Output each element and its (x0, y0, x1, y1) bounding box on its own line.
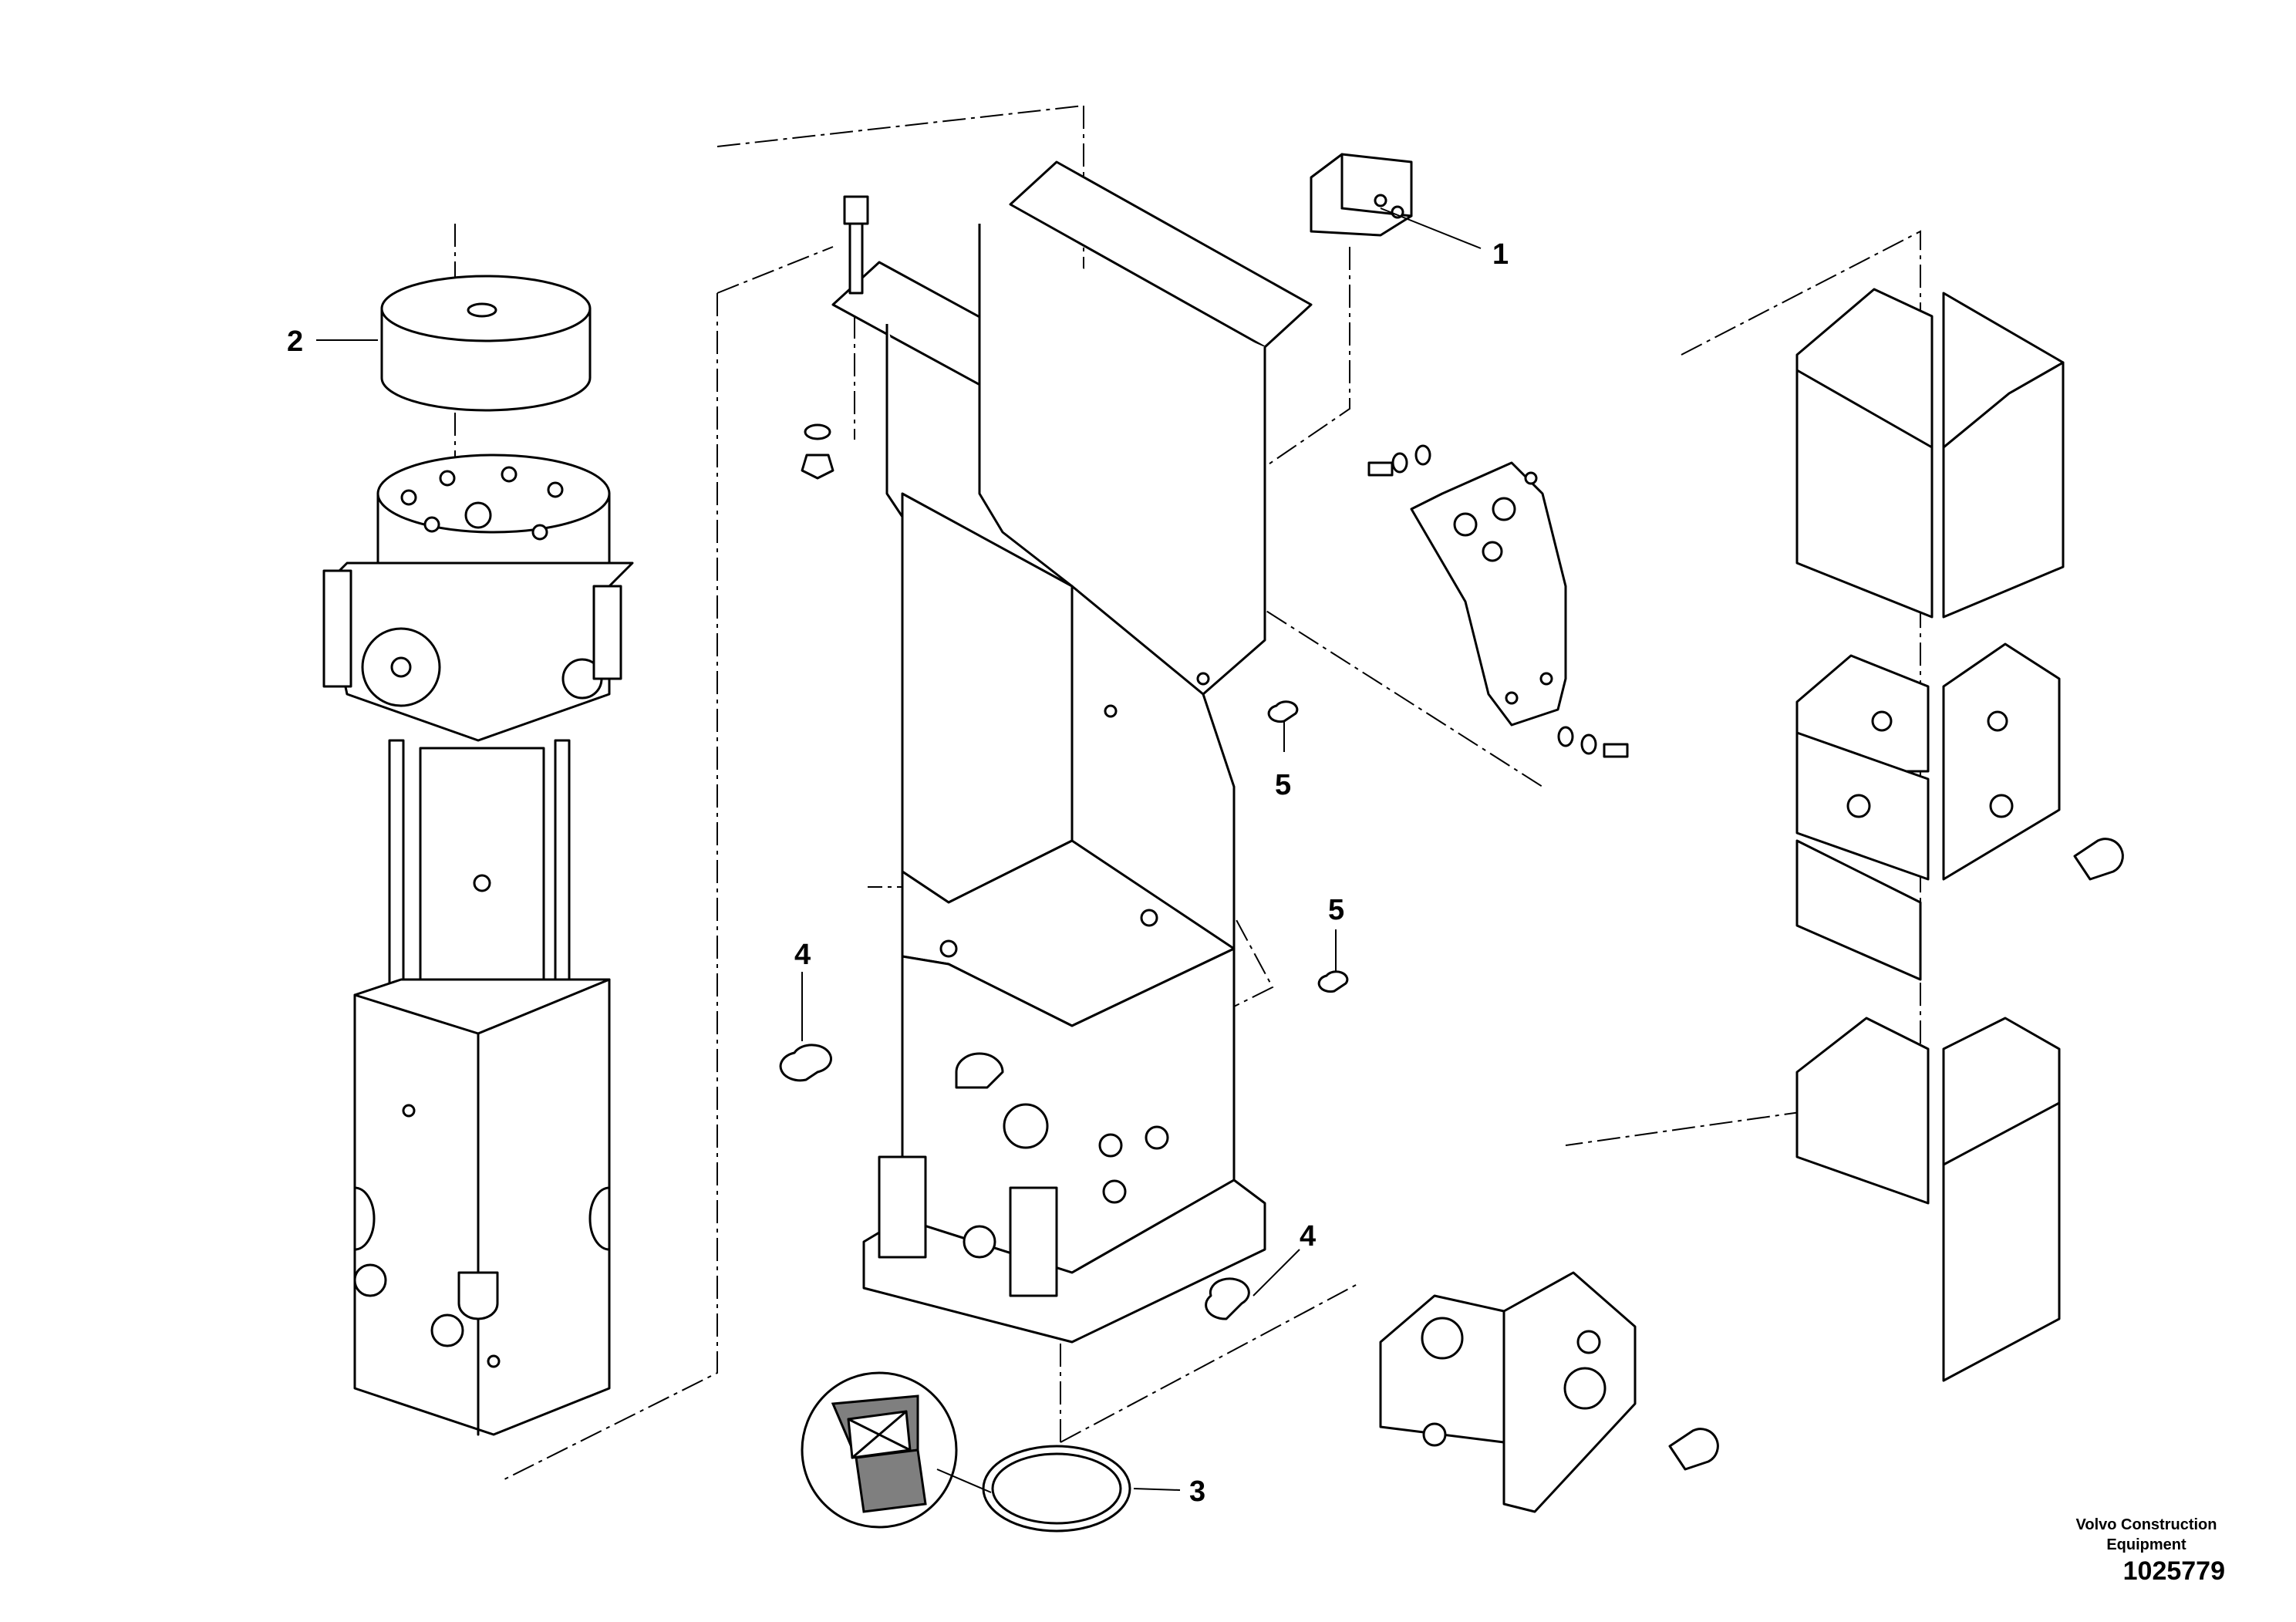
wear-plate-set (1795, 288, 2124, 1382)
callout-5: 5 (1275, 769, 1291, 801)
callout-3: 3 (1189, 1475, 1205, 1508)
lower-u-bracket (1379, 1271, 1719, 1513)
brand-label: Volvo Construction Equipment (2075, 1516, 2217, 1553)
callout-1: 1 (1492, 238, 1509, 271)
breaker-housing (801, 160, 1313, 1344)
callout-labels: 1 2 3 4 4 5 5 (287, 238, 1509, 1508)
callout-4: 4 (1300, 1220, 1316, 1253)
part-1-wear-pad (1310, 153, 1413, 237)
hammer-cylinder-assembly (322, 454, 634, 1436)
plugs-and-bushings (779, 700, 1349, 1320)
callout-5: 5 (1328, 894, 1344, 926)
callout-4: 4 (794, 939, 811, 971)
drawing-number: 1025779 (2122, 1556, 2225, 1586)
side-bracket-plate (1367, 444, 1629, 758)
part-3-seal-ring (801, 1371, 1131, 1533)
callout-2: 2 (287, 325, 303, 358)
part-2-cap-disc (380, 275, 592, 412)
leader-lines (316, 207, 1482, 1493)
